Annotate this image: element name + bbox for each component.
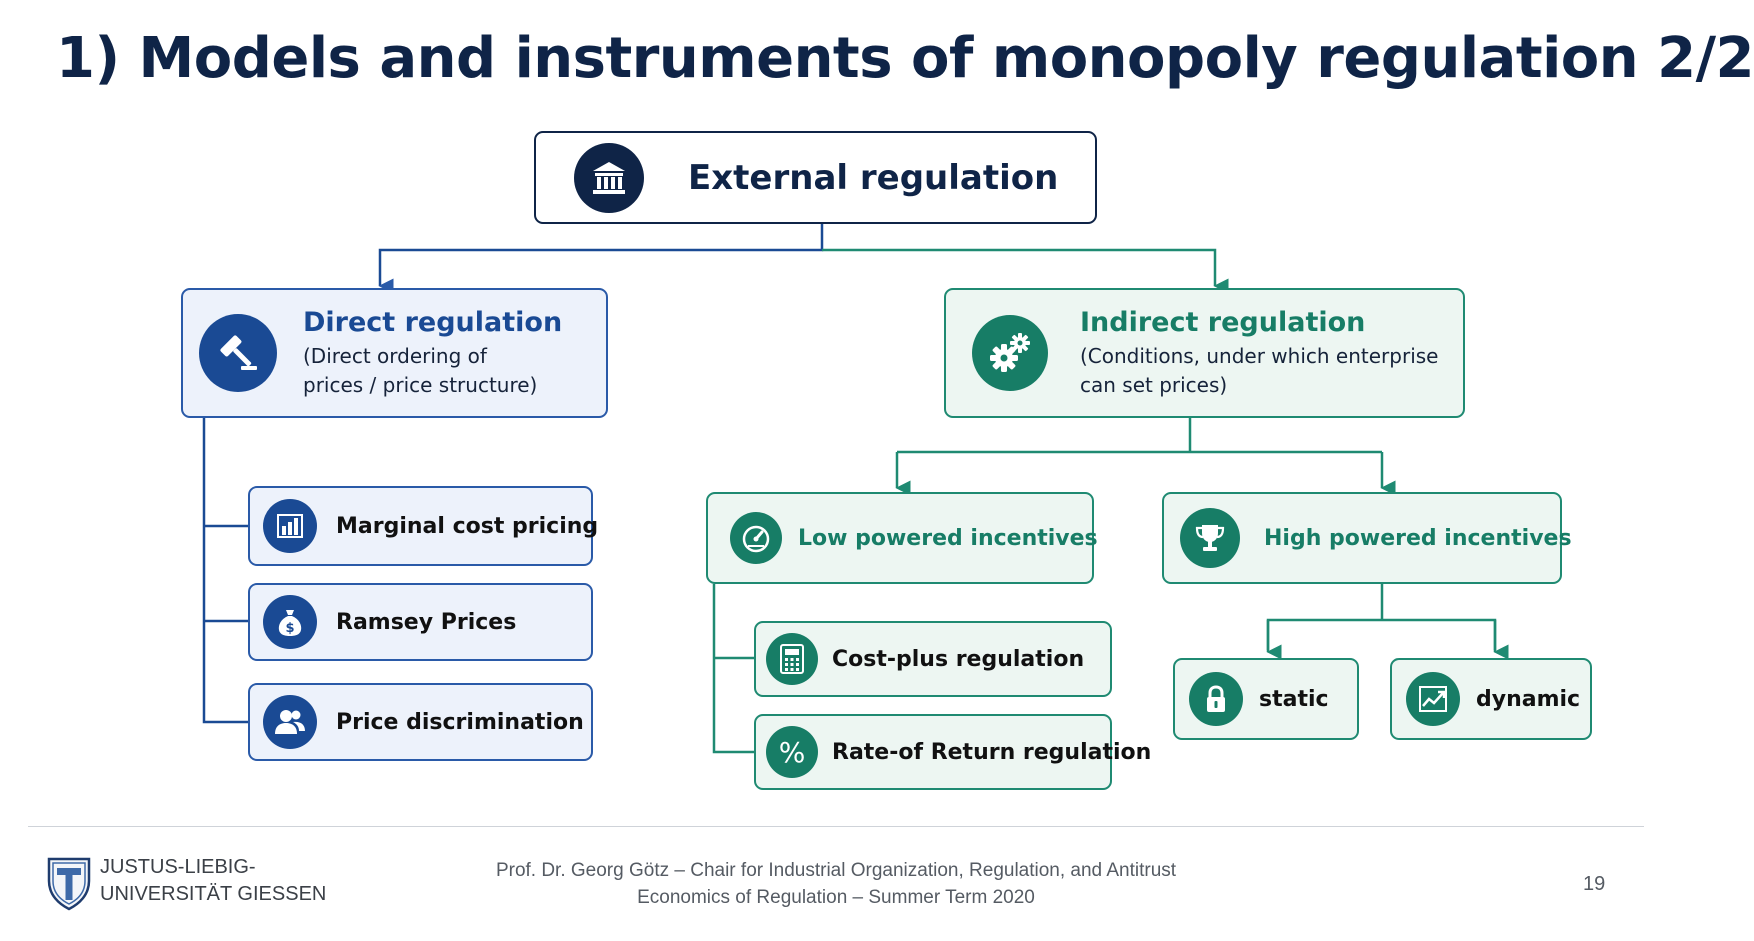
gears-icon <box>972 315 1048 391</box>
trend-up-icon <box>1406 672 1460 726</box>
users-icon <box>263 695 317 749</box>
university-logo <box>47 857 91 911</box>
university-name-line2: UNIVERSITÄT GIESSEN <box>100 883 327 905</box>
footer-divider <box>28 826 1644 827</box>
static-label: static <box>1259 686 1329 712</box>
direct-regulation-box: Direct regulation (Direct ordering of pr… <box>181 288 608 418</box>
connector-indirect-split <box>897 418 1382 454</box>
cost-plus-regulation-label: Cost-plus regulation <box>832 646 1085 672</box>
price-discrimination-label: Price discrimination <box>336 709 584 735</box>
bar-chart-icon <box>263 499 317 553</box>
connector-root-direct <box>378 224 824 294</box>
svg-text:%: % <box>779 736 806 769</box>
percent-icon: % <box>766 726 818 778</box>
price-discrimination-box: Price discrimination <box>248 683 593 761</box>
indirect-regulation-subtitle-2: can set prices) <box>1080 372 1228 397</box>
marginal-cost-pricing-box: Marginal cost pricing <box>248 486 598 566</box>
calculator-icon <box>766 633 818 685</box>
lock-icon <box>1189 672 1243 726</box>
indirect-regulation-box: Indirect regulation (Conditions, under w… <box>944 288 1465 418</box>
direct-regulation-subtitle-2: prices / price structure) <box>303 372 538 397</box>
rate-of-return-regulation-box: % Rate-of Return regulation <box>754 714 1151 790</box>
indirect-regulation-subtitle-1: (Conditions, under which enterprise <box>1080 343 1439 368</box>
external-regulation-box: External regulation <box>534 131 1097 224</box>
dynamic-label: dynamic <box>1476 686 1581 712</box>
page-number: 19 <box>1583 873 1606 895</box>
diagram-connectors <box>202 224 1509 754</box>
dynamic-box: dynamic <box>1390 658 1592 740</box>
high-powered-incentives-label: High powered incentives <box>1264 525 1572 551</box>
ramsey-prices-label: Ramsey Prices <box>336 609 517 635</box>
ramsey-prices-box: $ Ramsey Prices <box>248 583 593 661</box>
direct-regulation-subtitle-1: (Direct ordering of <box>303 343 487 368</box>
trophy-icon <box>1180 508 1240 568</box>
footer-credit-line2: Economics of Regulation – Summer Term 20… <box>637 887 1035 908</box>
external-regulation-label: External regulation <box>688 157 1059 198</box>
gavel-icon <box>199 314 277 392</box>
connector-direct-items <box>202 418 248 724</box>
gauge-icon <box>730 512 782 564</box>
svg-text:$: $ <box>285 621 294 636</box>
footer-credit-line1: Prof. Dr. Georg Götz – Chair for Industr… <box>495 860 1177 881</box>
direct-regulation-title: Direct regulation <box>303 306 563 338</box>
rate-of-return-regulation-label: Rate-of Return regulation <box>832 739 1152 765</box>
money-bag-icon: $ <box>263 595 317 649</box>
marginal-cost-pricing-label: Marginal cost pricing <box>336 513 599 539</box>
government-building-icon <box>574 142 644 213</box>
connector-high-split <box>1266 584 1497 650</box>
university-name-line1: JUSTUS-LIEBIG- <box>100 856 256 878</box>
cost-plus-regulation-box: Cost-plus regulation <box>754 621 1112 697</box>
high-powered-incentives-box: High powered incentives <box>1162 492 1572 584</box>
indirect-regulation-title: Indirect regulation <box>1080 306 1366 338</box>
low-powered-incentives-label: Low powered incentives <box>798 525 1098 551</box>
static-box: static <box>1173 658 1359 740</box>
slide-title: 1) Models and instruments of monopoly re… <box>56 26 1754 91</box>
connector-root-indirect <box>822 248 1229 294</box>
connector-low-items <box>712 584 754 754</box>
low-powered-incentives-box: Low powered incentives <box>706 492 1098 584</box>
